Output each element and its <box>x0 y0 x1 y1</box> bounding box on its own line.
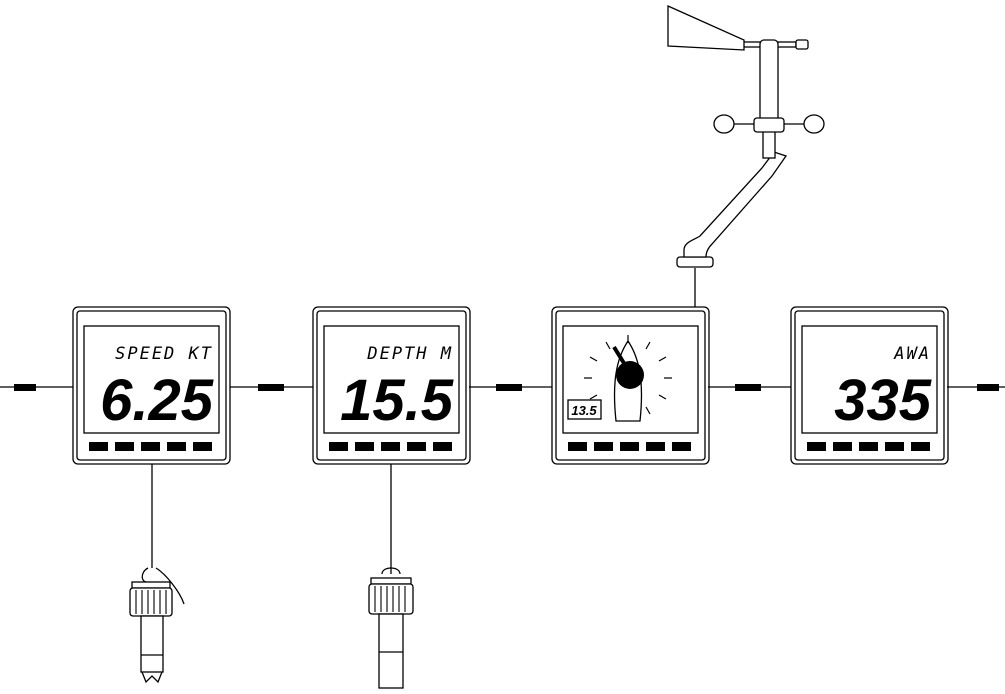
key-button-1[interactable] <box>568 442 587 451</box>
lcd-display <box>562 325 699 434</box>
awa-label: AWA <box>893 344 931 364</box>
instrument-outer-case <box>790 306 949 465</box>
depth-instrument: DEPTH M 15.5 <box>312 306 471 465</box>
depth-label: DEPTH M <box>366 344 453 364</box>
lcd-display <box>801 325 938 434</box>
mast-base <box>676 256 714 268</box>
transducer-collar <box>370 577 412 585</box>
key-button-2[interactable] <box>594 442 613 451</box>
depth-value: 15.5 <box>340 368 454 433</box>
anemometer-cup-right <box>803 114 825 134</box>
paddlewheel <box>141 671 163 684</box>
key-button-5[interactable] <box>672 442 691 451</box>
key-button-3[interactable] <box>381 442 400 451</box>
key-button-3[interactable] <box>620 442 639 451</box>
key-button-5[interactable] <box>433 442 452 451</box>
speed-label: SPEED KT <box>115 344 213 364</box>
instrument-bezel <box>316 310 467 461</box>
key-button-5[interactable] <box>193 442 212 451</box>
instrument-bezel <box>555 310 706 461</box>
lcd-display <box>83 325 220 434</box>
key-button-1[interactable] <box>807 442 826 451</box>
cable-loop <box>381 567 401 575</box>
depth-transducer-icon <box>368 464 414 689</box>
transducer-body <box>378 613 404 689</box>
awa-value: 335 <box>834 368 932 433</box>
bus-connector-2-3 <box>496 384 522 391</box>
keypad <box>329 442 452 451</box>
bus-connector-3-4 <box>735 384 761 391</box>
key-button-2[interactable] <box>115 442 134 451</box>
speed-instrument: SPEED KT 6.25 <box>72 306 231 465</box>
keypad <box>89 442 212 451</box>
transducer-collar <box>131 581 171 589</box>
key-button-4[interactable] <box>167 442 186 451</box>
transducer-body <box>140 615 164 673</box>
anemometer-cup-left <box>713 114 735 134</box>
key-button-3[interactable] <box>859 442 878 451</box>
wind-sensor-icon <box>667 4 825 307</box>
key-button-2[interactable] <box>355 442 374 451</box>
instrument-bezel <box>76 310 227 461</box>
mast-arm <box>683 151 788 258</box>
key-button-1[interactable] <box>89 442 108 451</box>
key-button-2[interactable] <box>833 442 852 451</box>
wind-vane-fin <box>667 4 745 51</box>
key-button-4[interactable] <box>407 442 426 451</box>
sensor-mast <box>759 39 779 123</box>
wind-instrument: 13.5 <box>551 306 710 465</box>
instrument-bezel <box>794 310 945 461</box>
instrument-outer-case <box>551 306 710 465</box>
keypad <box>568 442 691 451</box>
mini-readout-box <box>567 399 602 420</box>
bus-connector-1-2 <box>258 384 284 391</box>
speed-transducer-icon <box>129 464 185 684</box>
bus-connector-right <box>977 384 999 391</box>
awa-instrument: AWA 335 <box>790 306 949 465</box>
key-button-5[interactable] <box>911 442 930 451</box>
dial-hub <box>616 361 644 389</box>
key-button-1[interactable] <box>329 442 348 451</box>
boat-outline-icon <box>613 339 643 422</box>
bus-connector-left <box>14 384 36 391</box>
wind-speed-value: 13.5 <box>571 403 597 418</box>
key-button-4[interactable] <box>646 442 665 451</box>
transducer-nut <box>368 583 414 615</box>
key-button-4[interactable] <box>885 442 904 451</box>
dial-ticks <box>584 335 672 415</box>
speed-value: 6.25 <box>100 368 214 433</box>
anemometer-hub <box>753 117 785 133</box>
key-button-3[interactable] <box>141 442 160 451</box>
keypad <box>807 442 930 451</box>
network-backbone <box>0 384 1005 391</box>
lcd-display <box>323 325 460 434</box>
vane-counterweight <box>795 39 809 50</box>
